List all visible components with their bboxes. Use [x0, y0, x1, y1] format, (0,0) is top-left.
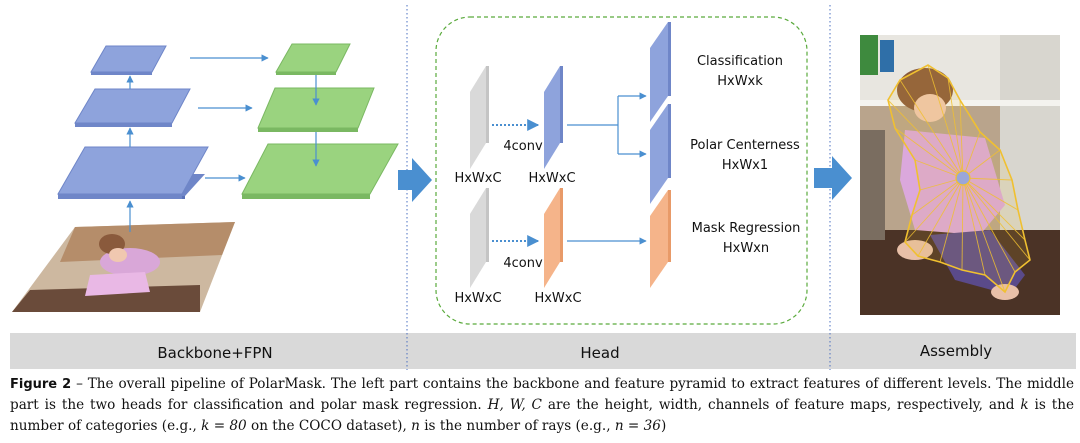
centerness-output-feature-side [668, 104, 671, 178]
classification-dims: HxWxk [717, 74, 763, 89]
assembly-section-label: Assembly [920, 342, 992, 360]
section-label-bar [10, 333, 1076, 369]
caption-text-2: are the height, width, channels of featu… [541, 397, 1021, 413]
centerness-title: Polar Centerness [690, 138, 800, 153]
head-input-feature-top [470, 66, 486, 169]
arrow-to-head [398, 158, 432, 202]
head-input-feature-bottom [470, 188, 486, 288]
caption-math-hwc: H, W, C [487, 397, 542, 413]
head-input-feature-top-side [486, 66, 489, 143]
head-section-label: Head [580, 344, 619, 362]
label-4conv-bottom: 4conv [503, 256, 543, 271]
backbone-input-image [12, 222, 235, 312]
centerness-output-feature [650, 104, 668, 204]
mask-regression-title: Mask Regression [692, 221, 801, 236]
head-conv-feature-top-side [560, 66, 563, 143]
backbone-layer-medium [74, 88, 191, 124]
figure-caption: Figure 2 – The overall pipeline of Polar… [10, 374, 1074, 437]
backbone-section-label: Backbone+FPN [157, 344, 272, 362]
mask-regression-output-feature-side [668, 190, 671, 262]
label-input-dims-top: HxWxC [454, 171, 501, 186]
label-input-dims-bottom: HxWxC [454, 291, 501, 306]
backbone-layer-medium-edge [75, 123, 172, 127]
fpn-layer-small-edge [276, 72, 336, 75]
label-feature-dims-top: HxWxC [528, 171, 575, 186]
label-feature-dims-bottom: HxWxC [534, 291, 581, 306]
caption-math-n36: n = 36 [614, 418, 661, 434]
caption-text-3: is the number of categories (e.g., [10, 397, 1074, 434]
centerness-dims: HxWx1 [722, 158, 768, 173]
caption-text-4: on the COCO dataset), [246, 418, 412, 434]
fpn-layer-large [241, 143, 399, 195]
head-input-feature-bottom-side [486, 188, 489, 262]
backbone-layer-small-edge [91, 72, 152, 75]
caption-math-n: n [411, 418, 420, 434]
backbone-layer-large-edge [58, 194, 182, 199]
mask-regression-dims: HxWxn [723, 241, 769, 256]
arrow-to-assembly [814, 156, 852, 200]
polar-mask-contour [887, 64, 1031, 294]
label-4conv-top: 4conv [503, 139, 543, 154]
fpn-layer-small [275, 43, 351, 73]
classification-title: Classification [697, 54, 783, 69]
head-dashed-box [435, 16, 808, 325]
backbone-layer-large [57, 146, 209, 195]
caption-text-6: ) [660, 418, 667, 434]
mask-regression-output-feature [650, 190, 668, 288]
classification-output-feature-side [668, 22, 671, 96]
caption-label: Figure 2 [10, 377, 72, 392]
head-conv-feature-bottom-side [560, 188, 563, 262]
head-conv-feature-bottom [544, 188, 560, 288]
head-conv-feature-top [544, 66, 560, 169]
caption-text-5: is the number of rays (e.g., [419, 418, 615, 434]
caption-math-k80: k = 80 [201, 418, 247, 434]
fpn-layer-medium-edge [258, 128, 358, 132]
backbone-layer-small [90, 45, 167, 73]
classification-output-feature [650, 22, 668, 122]
caption-math-k: k [1020, 397, 1029, 413]
fpn-layer-large-edge [242, 194, 370, 199]
caption-text-1: The overall pipeline of PolarMask. The l… [10, 376, 1074, 413]
caption-dash: – [71, 376, 88, 392]
